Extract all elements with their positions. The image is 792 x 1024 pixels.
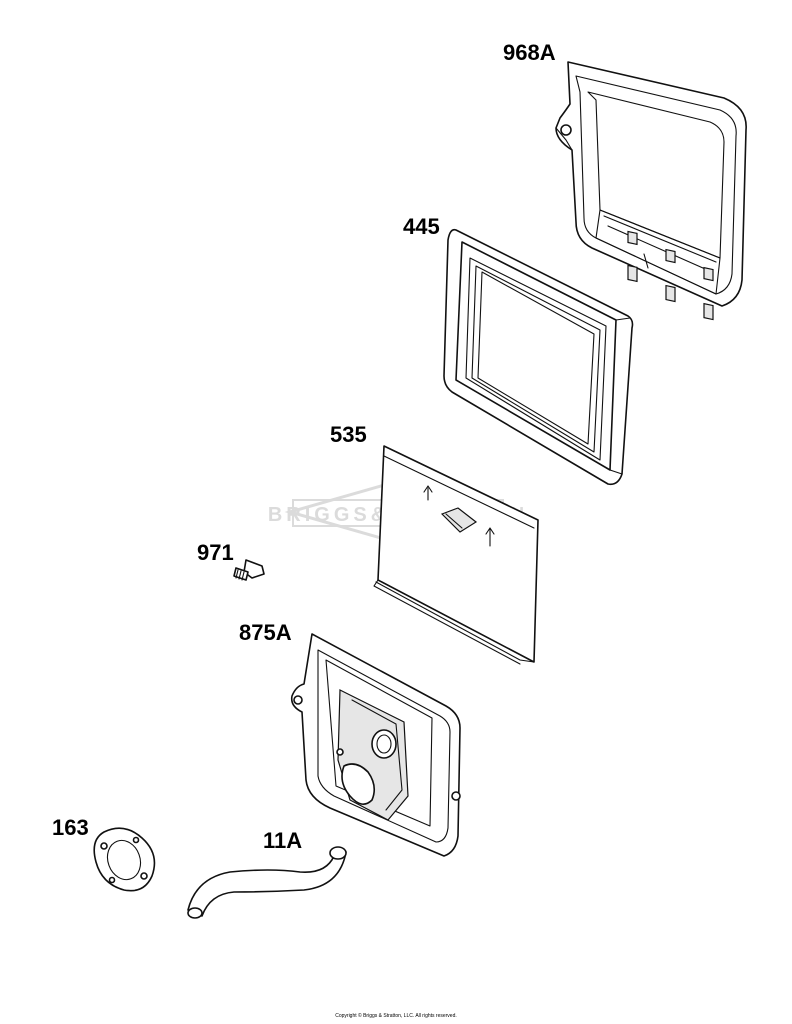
air-cleaner-base-part[interactable] [290, 633, 461, 857]
callout-968a: 968A [503, 40, 556, 65]
breather-tube-part[interactable] [187, 846, 347, 919]
callout-535: 535 [330, 422, 367, 447]
callout-875a: 875A [239, 620, 292, 645]
pre-cleaner-part[interactable] [373, 445, 539, 665]
callout-971: 971 [197, 540, 234, 565]
callout-445: 445 [403, 214, 440, 239]
screw-part[interactable] [233, 559, 265, 581]
gasket-part[interactable] [93, 827, 156, 892]
air-filter-cartridge-part[interactable] [443, 228, 634, 486]
air-cleaner-cover-part[interactable] [555, 61, 747, 321]
callout-11a: 11A [263, 828, 303, 853]
callout-163: 163 [52, 815, 89, 840]
copyright-notice: Copyright © Briggs & Stratton, LLC. All … [335, 1013, 457, 1019]
